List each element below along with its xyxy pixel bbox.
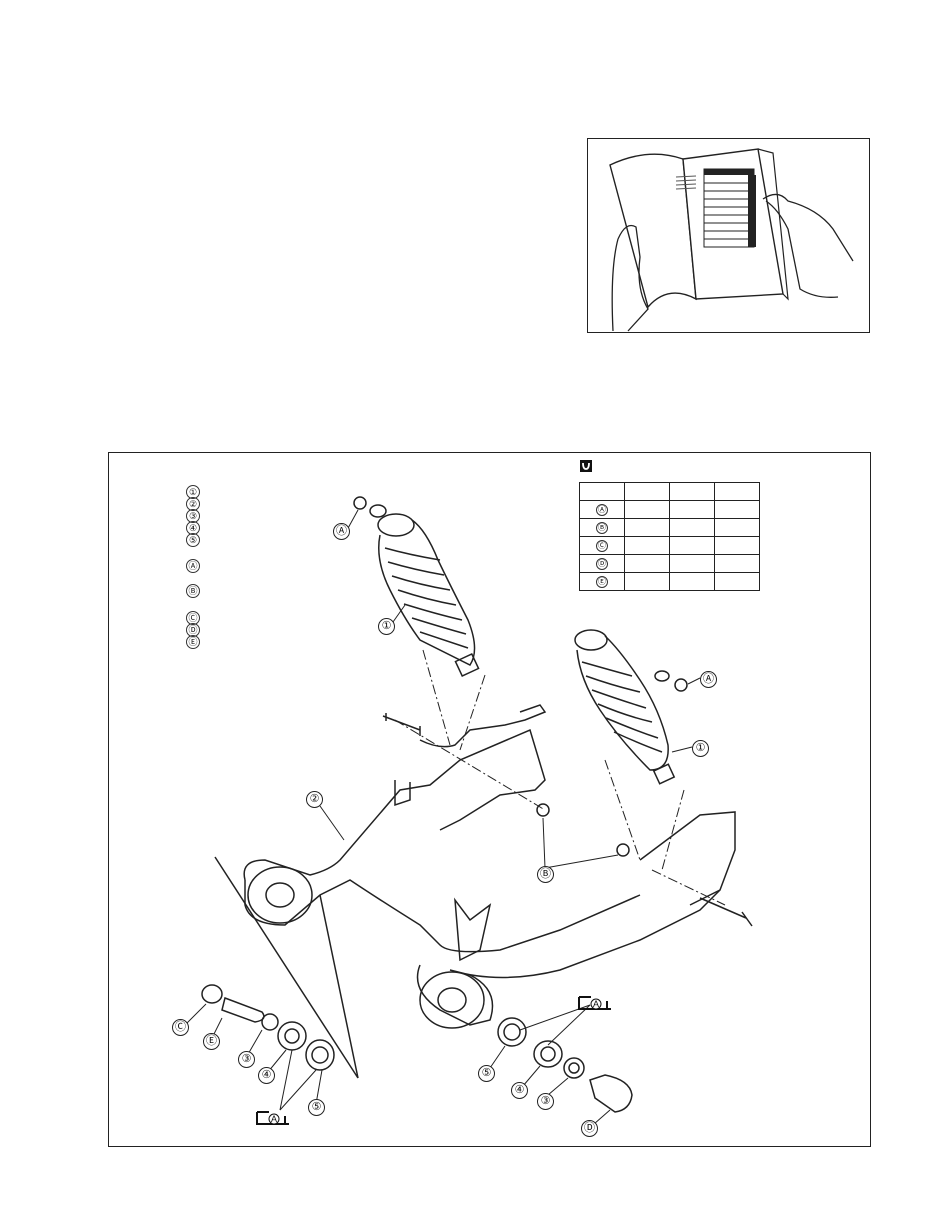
- legend-item-b: Ⓑ: [186, 584, 200, 598]
- callout-e: Ⓔ: [203, 1033, 220, 1050]
- callout-nut-a-right: Ⓐ: [700, 671, 717, 688]
- grease-icon: [578, 996, 611, 1010]
- grease-label-left: A: [271, 1114, 278, 1124]
- table-row: Ⓒ: [579, 536, 760, 555]
- row-label-c: Ⓒ: [596, 539, 608, 552]
- left-shock-absorber: [377, 513, 480, 678]
- callout-shock-1-left: ①: [378, 618, 395, 635]
- callout-swingarm-2: ②: [306, 791, 323, 808]
- callout-5-right: ⑤: [478, 1065, 495, 1082]
- legend-item-a: Ⓐ: [186, 559, 200, 573]
- torque-table: Ⓐ Ⓑ Ⓒ Ⓓ Ⓔ: [579, 482, 760, 591]
- callout-shock-1-right: ①: [692, 740, 709, 757]
- callout-5-left: ⑤: [308, 1099, 325, 1116]
- row-label-e: Ⓔ: [596, 575, 608, 588]
- grease-label-right: A: [593, 999, 600, 1009]
- rear-suspension-exploded-diagram: [108, 452, 871, 1147]
- row-label-d: Ⓓ: [596, 557, 608, 570]
- callout-c: Ⓒ: [172, 1019, 189, 1036]
- legend-item-e: Ⓔ: [186, 635, 200, 649]
- table-row: Ⓑ: [579, 518, 760, 537]
- grease-icon: [256, 1111, 289, 1125]
- legend-item-5: ⑤: [186, 533, 200, 547]
- callout-3-right: ③: [537, 1093, 554, 1110]
- callout-4-left: ④: [258, 1067, 275, 1084]
- table-row: Ⓔ: [579, 572, 760, 591]
- callout-nut-a-left: Ⓐ: [333, 523, 350, 540]
- table-row: Ⓓ: [579, 554, 760, 573]
- torque-wrench-icon: [580, 460, 592, 472]
- callout-nut-b: Ⓑ: [537, 866, 554, 883]
- table-header-row: [579, 482, 760, 501]
- manual-illustration: [587, 138, 870, 333]
- callout-d: Ⓓ: [581, 1120, 598, 1137]
- callout-4-right: ④: [511, 1082, 528, 1099]
- row-label-a: Ⓐ: [596, 503, 608, 516]
- callout-3-left: ③: [238, 1051, 255, 1068]
- row-label-b: Ⓑ: [596, 521, 608, 534]
- hands-holding-manual-illustration: [609, 148, 854, 332]
- right-shock-absorber: [574, 629, 676, 785]
